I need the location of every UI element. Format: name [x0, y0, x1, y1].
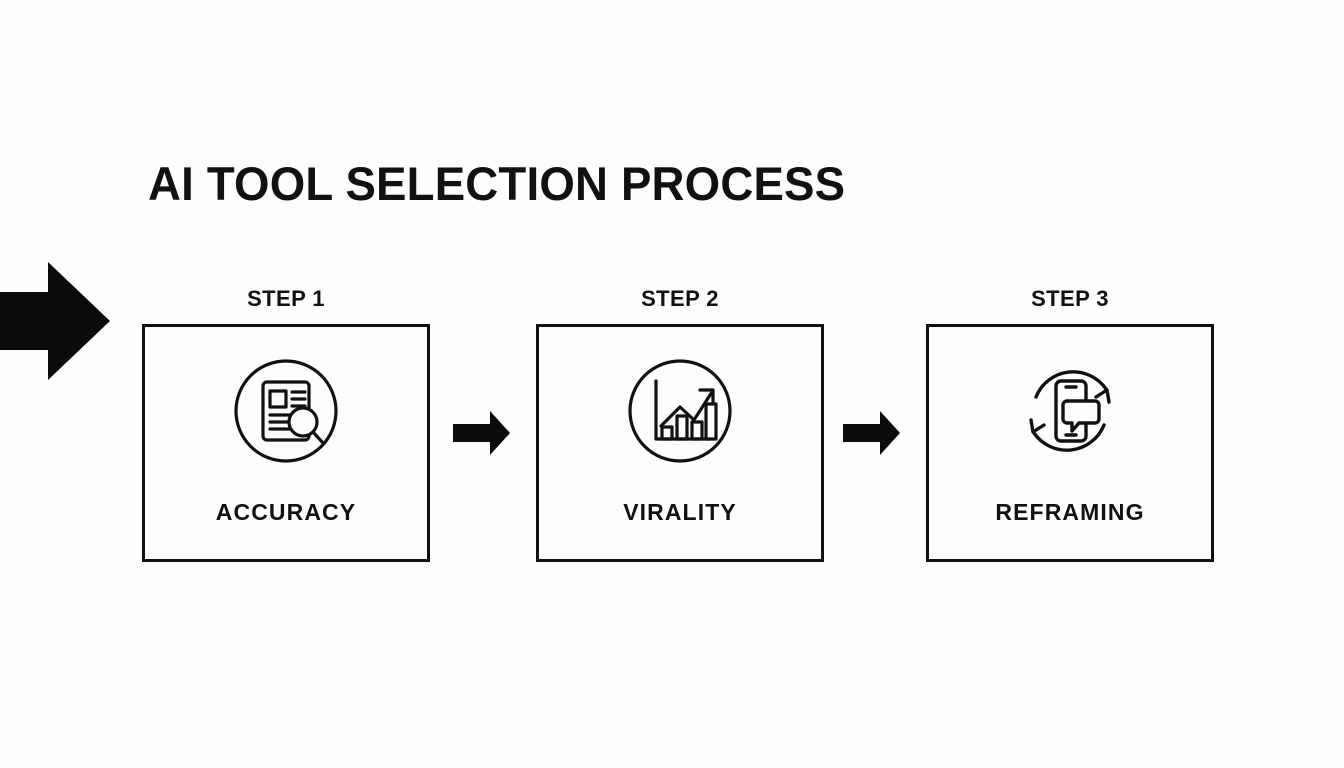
step-card-1[interactable]: STEP 1: [142, 288, 430, 562]
thick-right-arrow-icon: [0, 260, 112, 382]
step-label-1: ACCURACY: [215, 499, 357, 525]
right-arrow-icon: [842, 410, 902, 456]
step-caption-2: STEP 2: [641, 286, 719, 311]
step-box-3[interactable]: REFRAMING: [926, 324, 1214, 562]
bar-chart-growth-icon: [624, 359, 736, 463]
step-box-1[interactable]: ACCURACY: [142, 324, 430, 562]
step-caption-3: STEP 3: [1031, 286, 1109, 311]
document-magnifier-icon: [230, 359, 342, 463]
right-arrow-icon: [452, 410, 512, 456]
step-card-3[interactable]: STEP 3 REFRAMING: [926, 288, 1214, 562]
step-label-2: VIRALITY: [623, 499, 737, 525]
step-card-2[interactable]: STEP 2 VIRALITY: [536, 288, 824, 562]
page-title: AI TOOL SELECTION PROCESS: [148, 157, 846, 210]
step-caption-1: STEP 1: [247, 286, 325, 311]
phone-chat-refresh-icon: [1014, 359, 1126, 463]
step-box-2[interactable]: VIRALITY: [536, 324, 824, 562]
step-label-3: REFRAMING: [995, 499, 1145, 525]
